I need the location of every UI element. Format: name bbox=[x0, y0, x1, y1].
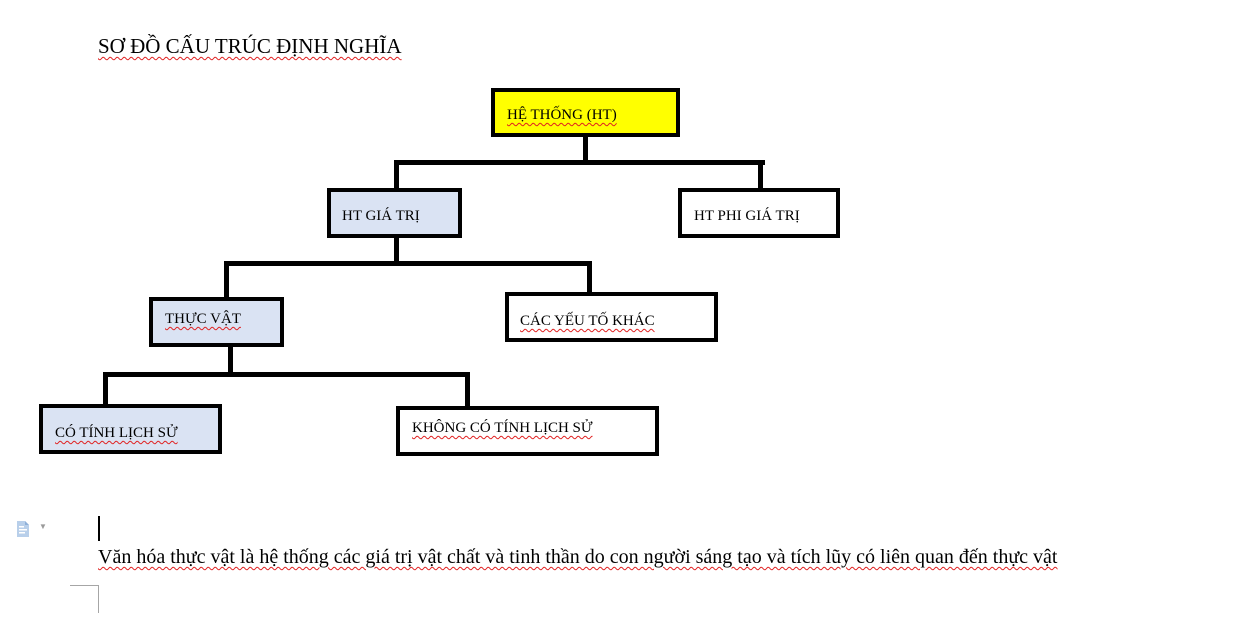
body-paragraph[interactable]: Văn hóa thực vật là hệ thống các giá trị… bbox=[98, 546, 1058, 568]
connector-root-stem bbox=[583, 136, 588, 164]
paste-options-icon[interactable] bbox=[15, 520, 33, 538]
connector-to-other-factors bbox=[587, 261, 592, 294]
connector-plants-stem bbox=[228, 345, 233, 376]
node-root[interactable]: HỆ THỐNG (HT) bbox=[491, 88, 680, 137]
node-non-historical-label: KHÔNG CÓ TÍNH LỊCH SỬ bbox=[412, 420, 593, 436]
diagram-title: SƠ ĐỒ CẤU TRÚC ĐỊNH NGHĨA bbox=[98, 34, 402, 58]
text-cursor bbox=[98, 516, 100, 541]
node-value-system-text: HT GIÁ TRỊ bbox=[342, 208, 420, 224]
connector-to-value-system bbox=[394, 160, 399, 190]
connector-to-historical bbox=[103, 372, 108, 406]
connector-level4-bar bbox=[103, 372, 470, 377]
connector-level2-bar bbox=[394, 160, 765, 165]
connector-to-plants bbox=[224, 261, 229, 299]
node-plants-label: THỰC VẬT bbox=[165, 311, 241, 327]
margin-corner-mark-vertical bbox=[98, 585, 99, 613]
connector-to-non-value-system bbox=[758, 160, 763, 190]
margin-corner-mark-horizontal bbox=[70, 585, 99, 586]
node-value-system[interactable]: HT GIÁ TRỊ bbox=[327, 188, 462, 238]
paste-options-dropdown-icon[interactable]: ▼ bbox=[39, 522, 47, 531]
node-other-factors-label: CÁC YẾU TỐ KHÁC bbox=[520, 313, 655, 329]
node-value-system-label: HT GIÁ TRỊ bbox=[342, 207, 420, 225]
node-other-factors[interactable]: CÁC YẾU TỐ KHÁC bbox=[505, 292, 718, 342]
connector-value-stem bbox=[394, 236, 399, 265]
node-non-value-system-label: HT PHI GIÁ TRỊ bbox=[694, 208, 800, 224]
connector-to-non-historical bbox=[465, 372, 470, 408]
connector-level3-bar bbox=[224, 261, 592, 266]
node-plants[interactable]: THỰC VẬT bbox=[149, 297, 284, 347]
node-historical[interactable]: CÓ TÍNH LỊCH SỬ bbox=[39, 404, 222, 454]
node-root-label: HỆ THỐNG (HT) bbox=[507, 107, 617, 123]
node-non-historical[interactable]: KHÔNG CÓ TÍNH LỊCH SỬ bbox=[396, 406, 659, 456]
node-non-value-system[interactable]: HT PHI GIÁ TRỊ bbox=[678, 188, 840, 238]
node-historical-label: CÓ TÍNH LỊCH SỬ bbox=[55, 425, 178, 441]
